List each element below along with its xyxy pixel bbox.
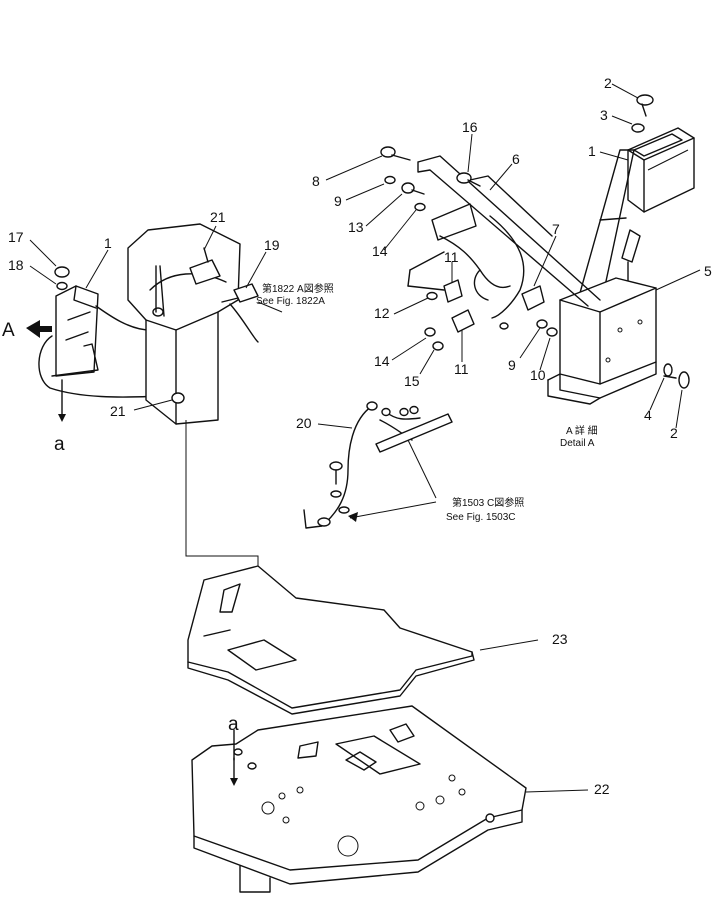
ref-1822a-en: See Fig. 1822A — [256, 296, 325, 307]
callout-9-bot: 9 — [508, 357, 516, 373]
callout-1-left: 1 — [104, 235, 112, 251]
callout-5: 5 — [704, 263, 712, 279]
view-label-a-left: a — [54, 434, 65, 455]
callout-2-top: 2 — [604, 75, 612, 91]
callout-15: 15 — [404, 373, 420, 389]
callout-22: 22 — [594, 781, 610, 797]
stand-bracket — [547, 277, 657, 405]
view-arrow-label-A: A — [2, 320, 15, 341]
rail-plate — [417, 155, 601, 307]
bolt-top — [631, 94, 654, 133]
detail-a-en: Detail A — [560, 438, 595, 449]
ref-1822a-jp: 第1822 A図参照 — [262, 282, 334, 295]
callout-16: 16 — [462, 119, 478, 135]
callout-2-bot: 2 — [670, 425, 678, 441]
bracket-column — [577, 149, 635, 301]
reference-notes: 第1822 A図参照 See Fig. 1822A 第1503 C図参照 See… — [256, 282, 598, 523]
bolt-bottom — [663, 363, 690, 389]
callout-18: 18 — [8, 257, 24, 273]
detail-a-assembly — [380, 94, 695, 405]
callout-labels: 2 3 1 16 6 8 9 13 14 7 5 11 12 14 15 11 … — [2, 75, 712, 797]
callout-12: 12 — [374, 305, 390, 321]
console-assembly — [26, 223, 283, 425]
callout-10: 10 — [530, 367, 546, 383]
harness-20 — [303, 401, 453, 529]
callout-6: 6 — [512, 151, 520, 167]
callout-14-bot: 14 — [374, 353, 390, 369]
ref-1503c-jp: 第1503 C図参照 — [452, 496, 524, 509]
floor-plate-22 — [191, 705, 527, 893]
callout-20: 20 — [296, 415, 312, 431]
callout-7: 7 — [552, 221, 560, 237]
callout-9-top: 9 — [334, 193, 342, 209]
bolts-upper-left — [380, 146, 481, 212]
callout-11-bot: 11 — [454, 361, 469, 377]
callout-4: 4 — [644, 407, 652, 423]
callout-14-top: 14 — [372, 243, 388, 259]
callout-21-top: 21 — [210, 209, 226, 225]
ref-1503c-en: See Fig. 1503C — [446, 512, 516, 523]
callout-3: 3 — [600, 107, 608, 123]
callout-19: 19 — [264, 237, 280, 253]
connectors — [407, 251, 558, 351]
callout-11-top: 11 — [444, 249, 459, 265]
callout-1-top: 1 — [588, 143, 596, 159]
callout-21-bot: 21 — [110, 403, 126, 419]
leader-lines — [29, 83, 701, 793]
view-label-a-floor: a — [228, 714, 239, 735]
callout-8: 8 — [312, 173, 320, 189]
controller-box — [627, 127, 695, 213]
callout-13: 13 — [348, 219, 364, 235]
detail-a-jp: A 詳 細 — [566, 424, 598, 437]
callout-23: 23 — [552, 631, 568, 647]
cover-23 — [185, 420, 475, 715]
callout-17: 17 — [8, 229, 24, 245]
